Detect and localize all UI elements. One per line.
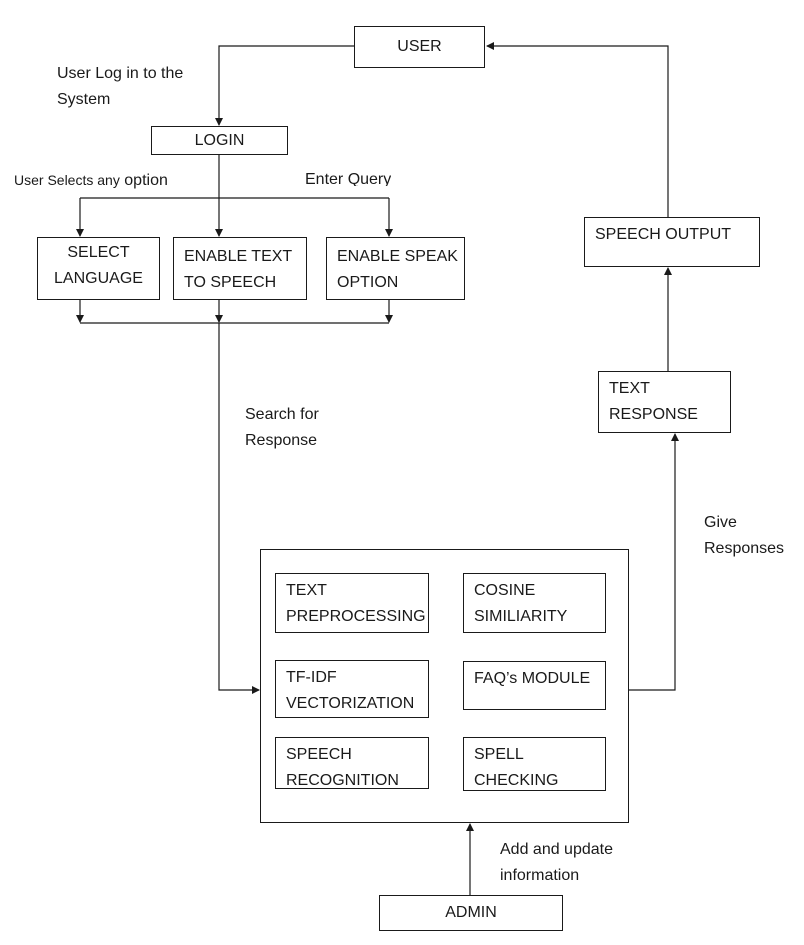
text-response-line-1: TEXT <box>609 380 650 397</box>
enable-speak-node: ENABLE SPEAK OPTION <box>326 237 465 300</box>
label-give-responses-line-2: Responses <box>704 540 785 557</box>
module-faq: FAQ’s MODULE <box>463 661 606 710</box>
module-text-preprocessing: TEXT PREPROCESSING <box>275 573 429 633</box>
label-search-response-line-1: Search for <box>245 406 319 423</box>
enable-tts-line-2: TO SPEECH <box>184 274 277 291</box>
enable-tts-node: ENABLE TEXT TO SPEECH <box>173 237 307 300</box>
arrow-system-to-text-response <box>629 433 679 691</box>
enable-speak-line-1: ENABLE SPEAK <box>337 248 458 265</box>
module-spell-checking: SPELL CHECKING <box>463 737 606 791</box>
admin-node: ADMIN <box>379 895 563 931</box>
label-user-selects-prefix: User Selects any <box>14 172 120 188</box>
arrow-user-to-login <box>215 45 355 126</box>
select-language-line-1: SELECT <box>67 244 130 261</box>
module-speech-recognition: SPEECH RECOGNITION <box>275 737 429 789</box>
arrow-search-to-system <box>218 323 260 694</box>
text-response-line-2: RESPONSE <box>609 406 698 423</box>
spell-checking-line-2: CHECKING <box>474 772 559 789</box>
text-preprocessing-line-1: TEXT <box>286 582 327 599</box>
label-user-selects: User Selects any option <box>14 167 168 194</box>
select-language-line-2: LANGUAGE <box>54 270 143 287</box>
label-user-login-line-2: System <box>57 91 111 108</box>
speech-output-label: SPEECH OUTPUT <box>595 226 732 243</box>
label-add-update: Add and update information <box>500 837 613 885</box>
arrow-speech-output-to-user <box>486 42 669 217</box>
speech-recognition-line-1: SPEECH <box>286 746 352 763</box>
tfidf-line-2: VECTORIZATION <box>286 695 415 712</box>
select-language-node: SELECT LANGUAGE <box>37 237 160 300</box>
cosine-similarity-line-1: COSINE <box>474 582 536 599</box>
label-user-login: User Log in to the System <box>57 61 183 113</box>
label-enter-query-text: Enter Query <box>305 171 392 186</box>
login-node: LOGIN <box>151 126 288 155</box>
speech-output-node: SPEECH OUTPUT <box>584 217 760 267</box>
enable-tts-line-1: ENABLE TEXT <box>184 248 293 265</box>
module-tfidf: TF-IDF VECTORIZATION <box>275 660 429 718</box>
label-add-update-line-2: information <box>500 867 580 884</box>
login-node-label: LOGIN <box>194 131 245 149</box>
cosine-similarity-line-2: SIMILIARITY <box>474 608 568 625</box>
label-user-login-line-1: User Log in to the <box>57 65 184 82</box>
user-node-label: USER <box>397 38 442 55</box>
label-add-update-line-1: Add and update <box>500 841 613 858</box>
label-give-responses: Give Responses <box>704 510 784 562</box>
user-node: USER <box>354 26 485 68</box>
label-search-response-line-2: Response <box>245 432 318 449</box>
label-search-response: Search for Response <box>245 402 319 454</box>
text-response-node: TEXT RESPONSE <box>598 371 731 433</box>
module-cosine-similarity: COSINE SIMILIARITY <box>463 573 606 633</box>
label-user-selects-word: option <box>124 172 168 189</box>
faq-label: FAQ’s MODULE <box>474 670 591 687</box>
tfidf-line-1: TF-IDF <box>286 669 337 686</box>
enable-speak-line-2: OPTION <box>337 274 399 291</box>
label-give-responses-line-1: Give <box>704 514 737 531</box>
speech-recognition-line-2: RECOGNITION <box>286 772 399 789</box>
admin-node-label: ADMIN <box>445 904 497 921</box>
label-enter-query: Enter Query <box>305 167 391 186</box>
spell-checking-line-1: SPELL <box>474 746 524 763</box>
text-preprocessing-line-2: PREPROCESSING <box>286 608 426 625</box>
